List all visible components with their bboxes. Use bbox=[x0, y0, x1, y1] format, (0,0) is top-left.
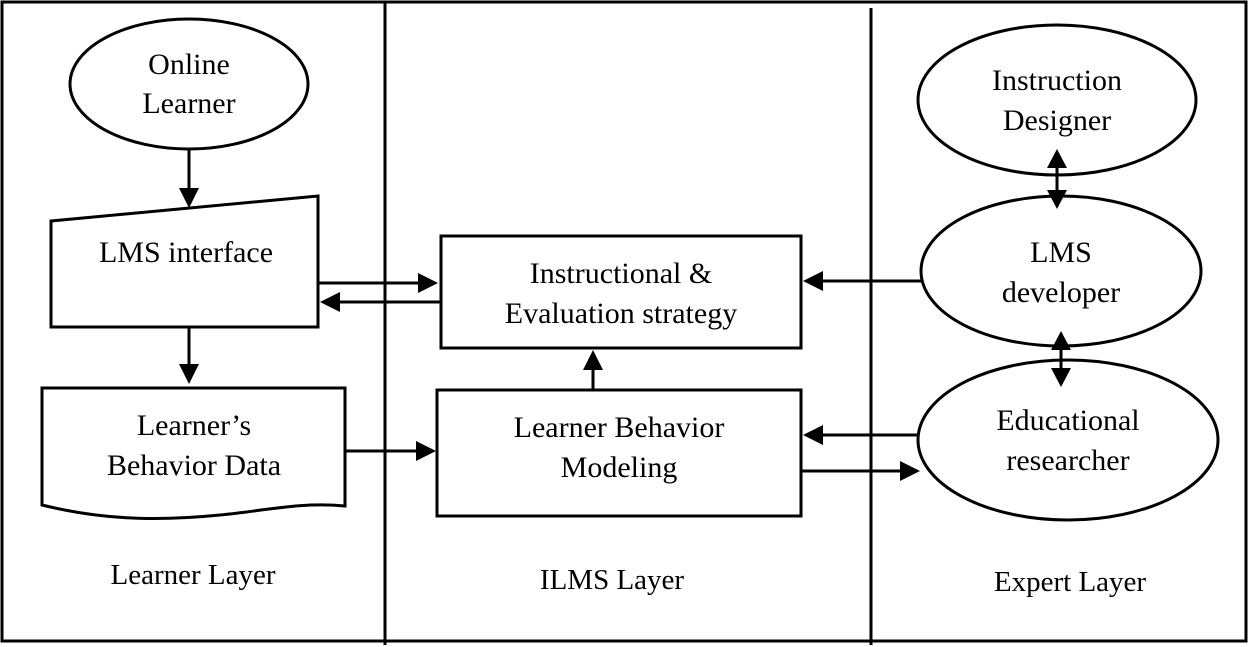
arrow-modeling-to-researcher bbox=[801, 461, 920, 481]
online-learner-label-line2: Learner bbox=[142, 87, 235, 120]
arrow-modeling-to-strategy bbox=[583, 350, 603, 390]
arrow-interface-to-strategy bbox=[318, 273, 438, 293]
educational-researcher-node bbox=[916, 358, 1220, 522]
online-learner-label-line1: Online bbox=[148, 48, 230, 81]
lms-developer-label-line1: LMS bbox=[1030, 236, 1092, 269]
arrow-developer-to-strategy bbox=[803, 271, 921, 291]
instruction-designer-label-line1: Instruction bbox=[992, 64, 1122, 97]
arrow-designer-developer bbox=[1047, 149, 1067, 209]
arrow-strategy-to-interface bbox=[320, 292, 441, 312]
arrow-developer-researcher bbox=[1051, 331, 1071, 387]
ilms-layer-label: ILMS Layer bbox=[540, 564, 684, 596]
instructional-strategy-label-line1: Instructional & bbox=[530, 257, 712, 290]
online-learner-node bbox=[68, 17, 310, 151]
instruction-designer-label-line2: Designer bbox=[1003, 104, 1111, 137]
behavior-data-label-line1: Learner’s bbox=[137, 409, 251, 442]
behavior-modeling-node bbox=[435, 388, 803, 518]
expert-layer-label: Expert Layer bbox=[994, 566, 1147, 598]
arrow-interface-to-data bbox=[179, 327, 199, 384]
behavior-data-label-line2: Behavior Data bbox=[107, 449, 281, 482]
behavior-data-node bbox=[40, 386, 347, 521]
arrow-researcher-to-modeling bbox=[803, 425, 918, 445]
educational-researcher-label-line2: researcher bbox=[1006, 444, 1129, 477]
lms-developer-label-line2: developer bbox=[1002, 276, 1120, 309]
lms-interface-label: LMS interface bbox=[99, 236, 273, 269]
arrow-data-to-modeling bbox=[345, 441, 436, 461]
educational-researcher-label-line1: Educational bbox=[996, 404, 1139, 437]
behavior-modeling-label-line2: Modeling bbox=[561, 451, 678, 484]
lms-interface-node bbox=[49, 194, 320, 329]
arrow-learner-to-interface bbox=[179, 149, 199, 208]
instructional-strategy-node bbox=[439, 234, 803, 350]
lms-developer-node bbox=[919, 194, 1203, 348]
learner-layer-label: Learner Layer bbox=[110, 559, 275, 591]
instructional-strategy-label-line2: Evaluation strategy bbox=[505, 297, 737, 330]
behavior-modeling-label-line1: Learner Behavior bbox=[514, 411, 725, 444]
